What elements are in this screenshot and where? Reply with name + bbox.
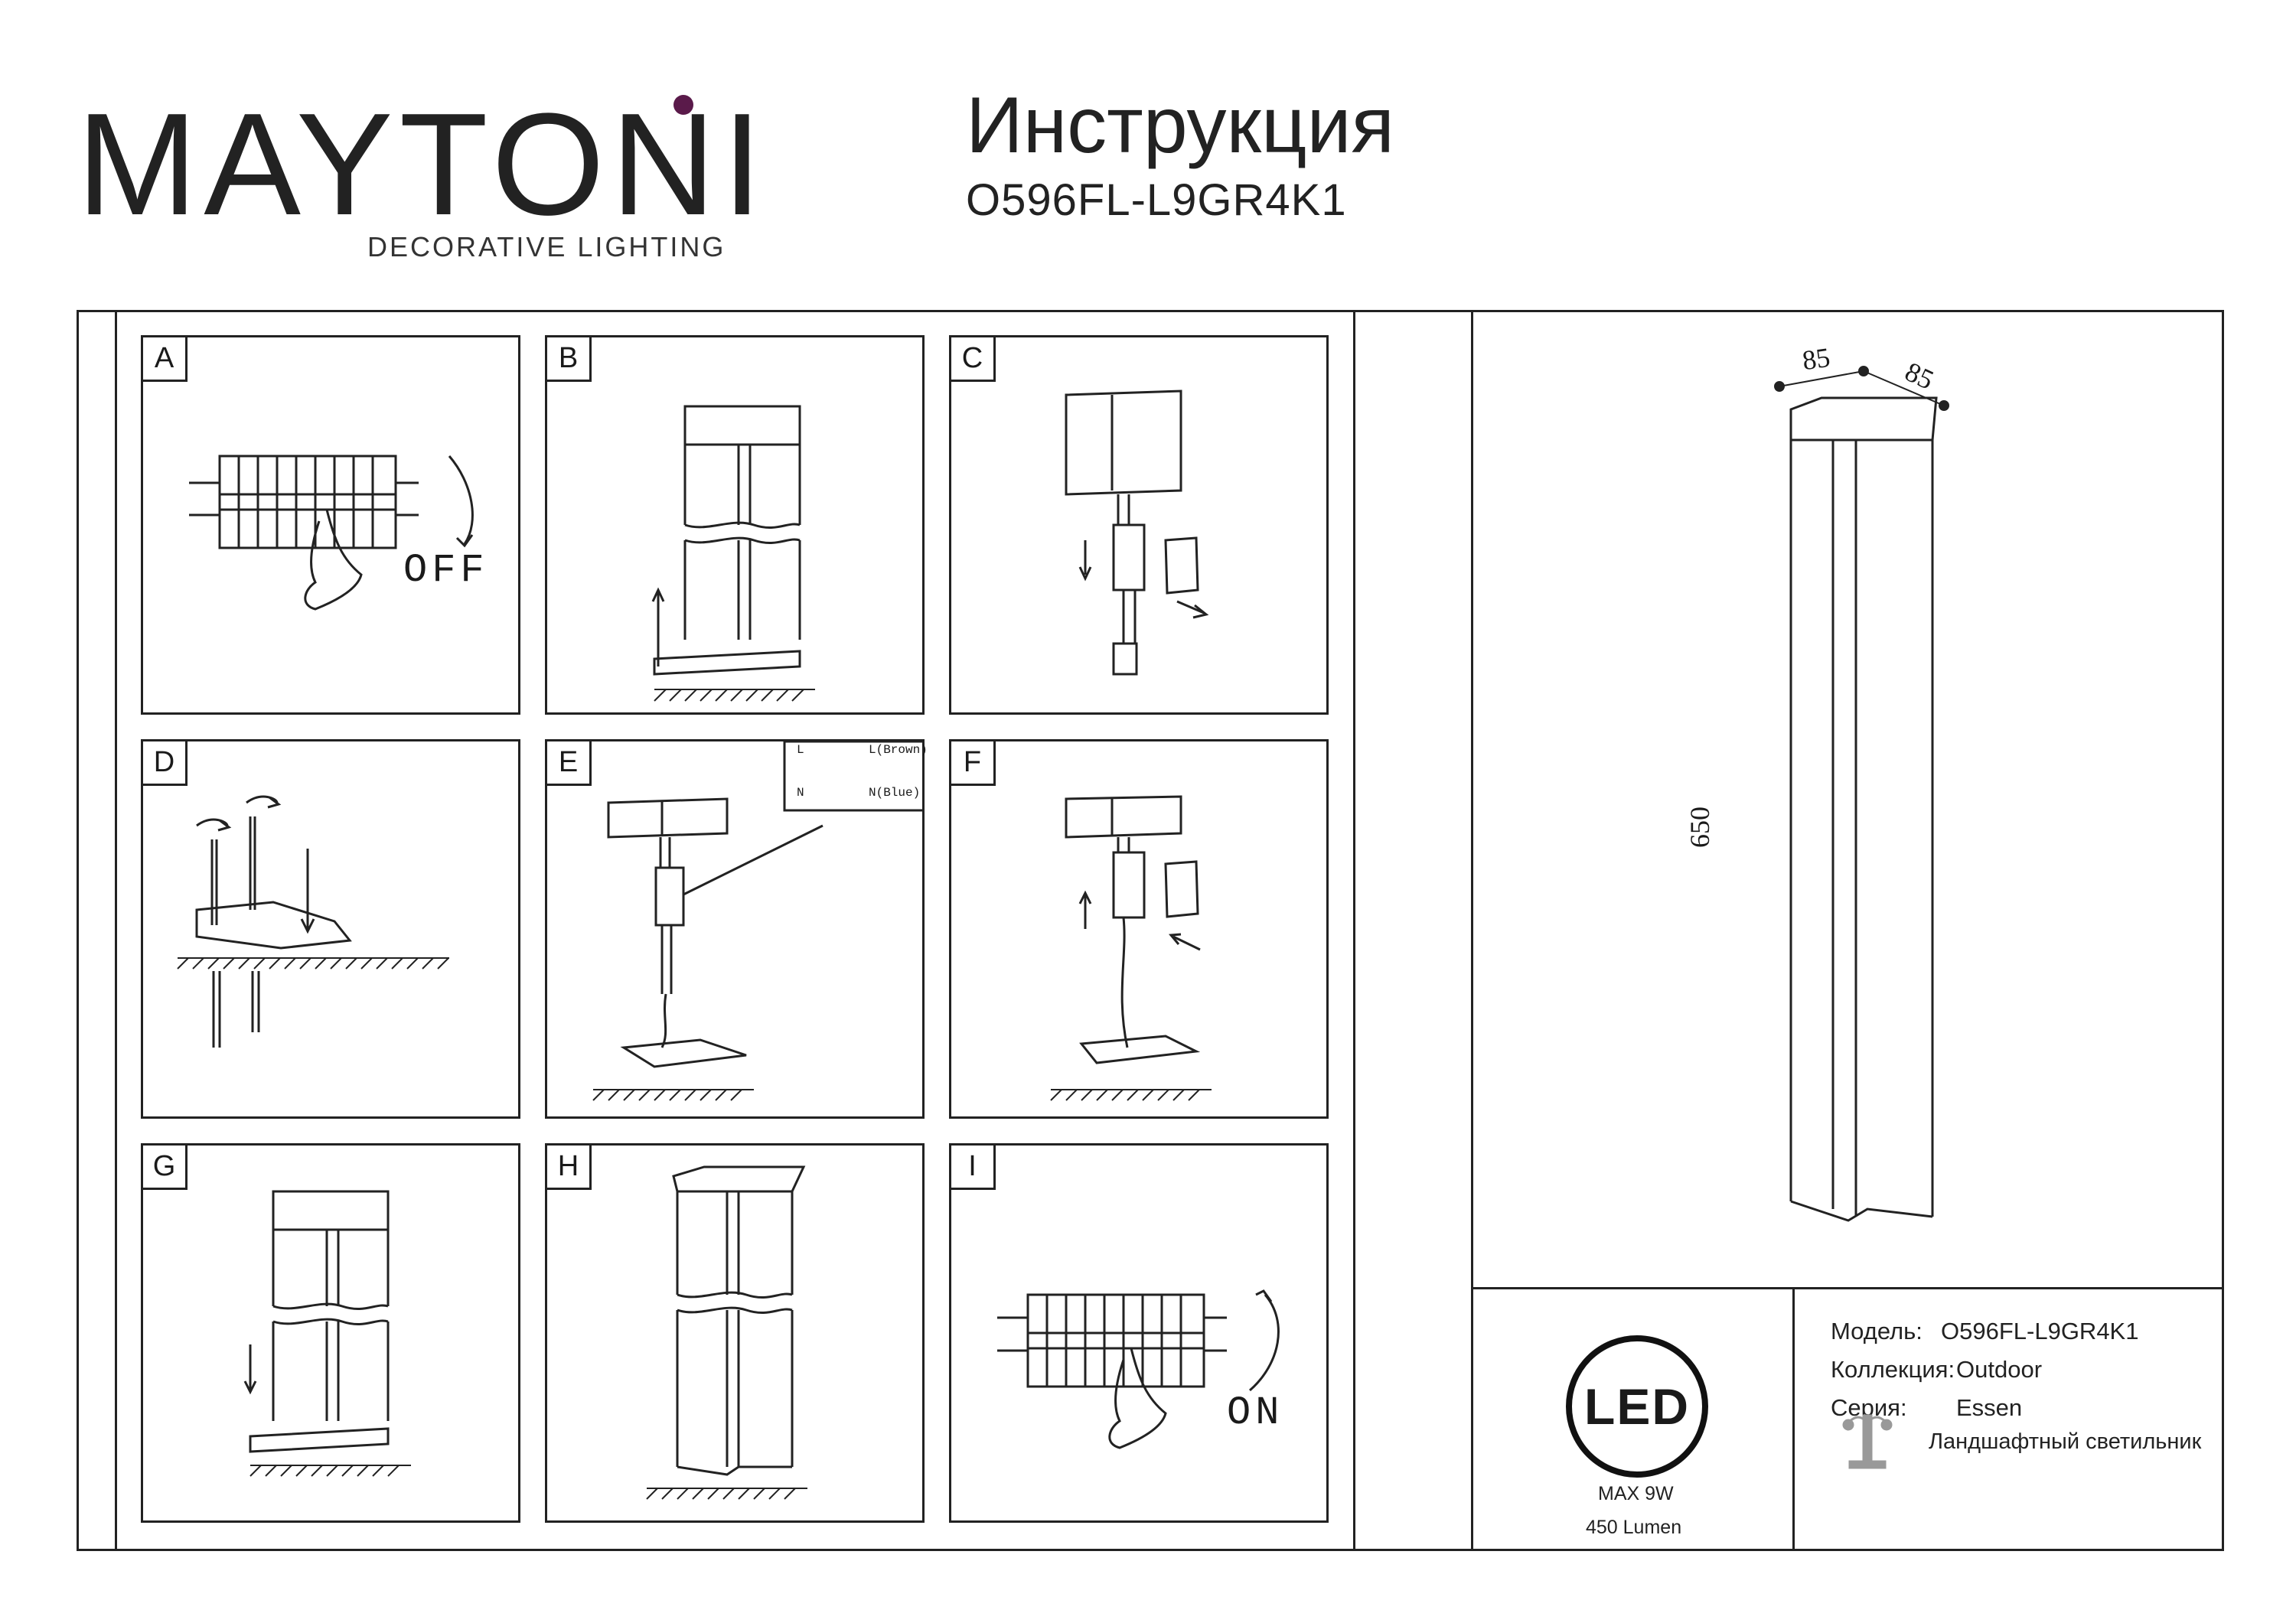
brand-tagline: DECORATIVE LIGHTING xyxy=(367,231,726,262)
mount-base-illustration xyxy=(177,795,449,1048)
step-panel-e: E L L(Brown) N N(Blue) xyxy=(545,739,928,1119)
assembled-column-illustration xyxy=(646,1165,807,1500)
step-letter: F xyxy=(951,741,996,786)
lamp-outline-drawing xyxy=(1694,366,1949,1245)
on-label: ON xyxy=(1227,1390,1284,1436)
step-letter: A xyxy=(143,337,188,382)
step-panel-f: F xyxy=(949,739,1329,1119)
step-panel-b: B xyxy=(545,335,925,715)
page-title: Инструкция xyxy=(966,81,1394,170)
breaker-on-illustration xyxy=(997,1289,1280,1449)
close-connector-illustration xyxy=(1050,795,1212,1101)
wire-l-label: L xyxy=(797,743,804,757)
lift-column-illustration xyxy=(651,405,815,702)
step-letter: B xyxy=(547,337,592,382)
lower-column-illustration xyxy=(243,1190,411,1477)
logo-dot-icon xyxy=(673,95,693,115)
open-connector-illustration xyxy=(1065,389,1209,676)
breaker-off-illustration xyxy=(189,455,474,611)
brand-logo: MAYTONI xyxy=(77,83,769,246)
wire-n-color-label: N(Blue) xyxy=(869,786,921,800)
type-value: Ландшафтный светильник xyxy=(1929,1429,2202,1454)
page-model: O596FL-L9GR4K1 xyxy=(966,175,1347,225)
landscape-lamp-icon xyxy=(1841,1408,1894,1469)
step-panel-h: H xyxy=(545,1143,925,1523)
step-panel-d: D xyxy=(141,739,520,1119)
collection-label: Коллекция: xyxy=(1831,1356,1955,1383)
step-panel-g: G xyxy=(141,1143,520,1523)
power-label: MAX 9W xyxy=(1598,1483,1674,1504)
model-label: Модель: xyxy=(1831,1318,1923,1344)
dimension-drawing: 85 85 650 xyxy=(1684,337,2020,1270)
frame-divider-spec xyxy=(1471,310,1473,1551)
frame-divider-mid xyxy=(1353,310,1355,1551)
step-panel-c: C xyxy=(949,335,1329,715)
led-badge: LED xyxy=(1566,1335,1708,1478)
frame-divider-left xyxy=(115,310,117,1551)
frame-divider-badge xyxy=(1792,1287,1795,1551)
step-letter: G xyxy=(143,1146,188,1190)
off-label: OFF xyxy=(403,548,489,593)
lumen-label: 450 Lumen xyxy=(1586,1517,1682,1538)
dim-height: 650 xyxy=(1684,807,1715,848)
step-letter: E xyxy=(547,741,592,786)
step-letter: H xyxy=(547,1146,592,1190)
wire-n-label: N xyxy=(797,786,804,800)
led-label: LED xyxy=(1584,1378,1690,1435)
collection-value: Outdoor xyxy=(1956,1356,2043,1383)
step-letter: C xyxy=(951,337,996,382)
step-letter: I xyxy=(951,1146,996,1190)
frame-divider-h xyxy=(1471,1287,2224,1289)
wire-l-color-label: L(Brown) xyxy=(869,743,928,757)
series-value: Essen xyxy=(1956,1394,2023,1421)
step-panel-i: I ON xyxy=(949,1143,1329,1523)
step-panel-a: A OFF xyxy=(141,335,520,715)
model-value: O596FL-L9GR4K1 xyxy=(1941,1318,2139,1344)
dim-width: 85 xyxy=(1800,341,1832,376)
wiring-illustration xyxy=(592,741,922,1101)
instruction-frame xyxy=(77,310,2224,1551)
step-letter: D xyxy=(143,741,188,786)
